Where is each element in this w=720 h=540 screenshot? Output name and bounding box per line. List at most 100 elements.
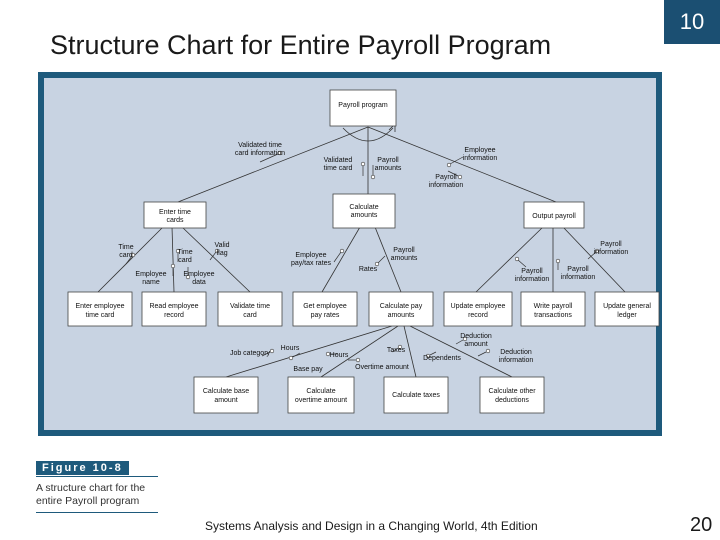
module-get-employee-pay-rates: Get employee pay rates [292,291,358,327]
svg-text:Read employee: Read employee [149,303,198,310]
module-read-employee-record: Read employee record [141,291,207,327]
figure-caption-block: Figure 10-8 A structure chart for the en… [36,458,158,513]
module-connectors [97,123,626,378]
flow-label: information [594,249,629,256]
connector-root-enter [177,126,369,203]
svg-text:Write payroll: Write payroll [534,303,573,310]
flow-label: time card [324,165,353,172]
flow-label: Employee [183,271,214,278]
flow-label: Validated [324,157,353,164]
module-label: Payroll program [338,102,388,109]
flow-label: Dependents [423,355,461,362]
module-root: Payroll program [329,89,397,127]
flow-label: name [142,279,160,286]
flow-label: data [192,279,206,286]
module-enter-employee-time-card: Enter employee time card [67,291,133,327]
diagram-panel [38,72,662,436]
svg-text:card: card [243,312,257,319]
svg-text:Calculate other: Calculate other [488,388,536,395]
flow-label: Time [177,249,192,256]
flow-label: Employee [135,271,166,278]
flow-label: amounts [391,255,418,262]
flow-label: Payroll [521,268,543,275]
flow-label: Payroll [600,241,622,248]
connector-pay-4 [409,325,513,378]
flow-label: information [429,182,464,189]
module-enter-time-cards: Enter time cards [143,201,207,229]
module-calculate-pay-amounts: Calculate pay amounts [368,291,434,327]
svg-text:ledger: ledger [617,312,637,319]
flow-label: Deduction [460,333,492,340]
connector-calc-2 [374,226,402,293]
flow-label: Hours [281,345,300,352]
svg-text:Calculate: Calculate [349,204,378,211]
connector-enter-3 [181,226,251,293]
flow-label: Rates [359,266,378,273]
flow-label: flag [216,250,227,257]
footer-text: Systems Analysis and Design in a Changin… [205,519,538,533]
flow-label: Time [118,244,133,251]
flow-label: card [178,257,192,264]
connector-output-3 [562,226,626,293]
connector-pay-2 [320,325,399,378]
flow-label: Hours [330,352,349,359]
svg-text:Get employee: Get employee [303,303,347,310]
flow-label: Payroll [377,157,399,164]
data-flow-arrows [125,150,600,363]
flow-labels: Validated time card information Validate… [118,142,628,373]
flow-label: Employee [295,252,326,259]
connector-enter-1 [97,226,164,293]
module-calculate-taxes: Calculate taxes [383,376,449,414]
connector-root-output [367,126,557,203]
svg-text:Calculate taxes: Calculate taxes [392,392,440,399]
flow-label: information [499,357,534,364]
svg-text:Enter time: Enter time [159,209,191,216]
flow-label: Job category [230,350,271,357]
flow-label: Overtime amount [355,364,409,371]
module-calculate-overtime-amount: Calculate overtime amount [287,376,355,414]
svg-text:record: record [164,312,184,319]
figure-rule [36,476,158,477]
svg-text:Calculate pay: Calculate pay [380,303,423,310]
svg-text:deductions: deductions [495,397,529,404]
flow-label: Payroll [435,174,457,181]
flow-label: amount [464,341,487,348]
flow-label: Taxes [387,347,406,354]
module-output-payroll: Output payroll [523,201,585,229]
module-validate-time-card: Validate time card [217,291,283,327]
module-update-general-ledger: Update general ledger [594,291,660,327]
flow-label: Deduction [500,349,532,356]
flow-label: card [119,252,133,259]
svg-text:Calculate: Calculate [306,388,335,395]
flow-label: card information [235,150,285,157]
svg-text:pay rates: pay rates [311,312,340,319]
flow-label: Payroll [567,266,589,273]
svg-text:amounts: amounts [388,312,415,319]
flow-label: amounts [375,165,402,172]
svg-text:overtime amount: overtime amount [295,397,347,404]
svg-text:transactions: transactions [534,312,572,319]
figure-caption: A structure chart for the entire Payroll… [36,482,146,507]
svg-text:time card: time card [86,312,115,319]
flow-label: Valid [214,242,229,249]
svg-text:cards: cards [166,217,184,224]
flow-label: Payroll [393,247,415,254]
module-update-employee-record: Update employee record [443,291,513,327]
module-calculate-base-amount: Calculate base amount [193,376,259,414]
figure-label: Figure 10-8 [36,461,129,475]
svg-text:Output payroll: Output payroll [532,213,576,220]
connector-enter-2 [171,226,175,293]
connector-output-1 [475,226,544,293]
figure-rule-bottom [36,512,158,513]
flow-label: information [463,155,498,162]
svg-text:Update employee: Update employee [451,303,506,310]
svg-text:Enter employee: Enter employee [75,303,124,310]
flow-label: Validated time [238,142,282,149]
connector-calc-1 [321,226,361,293]
structure-chart: Payroll program Enter time cards Calcula… [67,89,660,414]
svg-text:Validate time: Validate time [230,303,270,310]
flow-label: Base pay [293,366,323,373]
svg-text:Calculate base: Calculate base [203,388,249,395]
chapter-number: 10 [679,9,705,34]
svg-text:amounts: amounts [351,212,378,219]
